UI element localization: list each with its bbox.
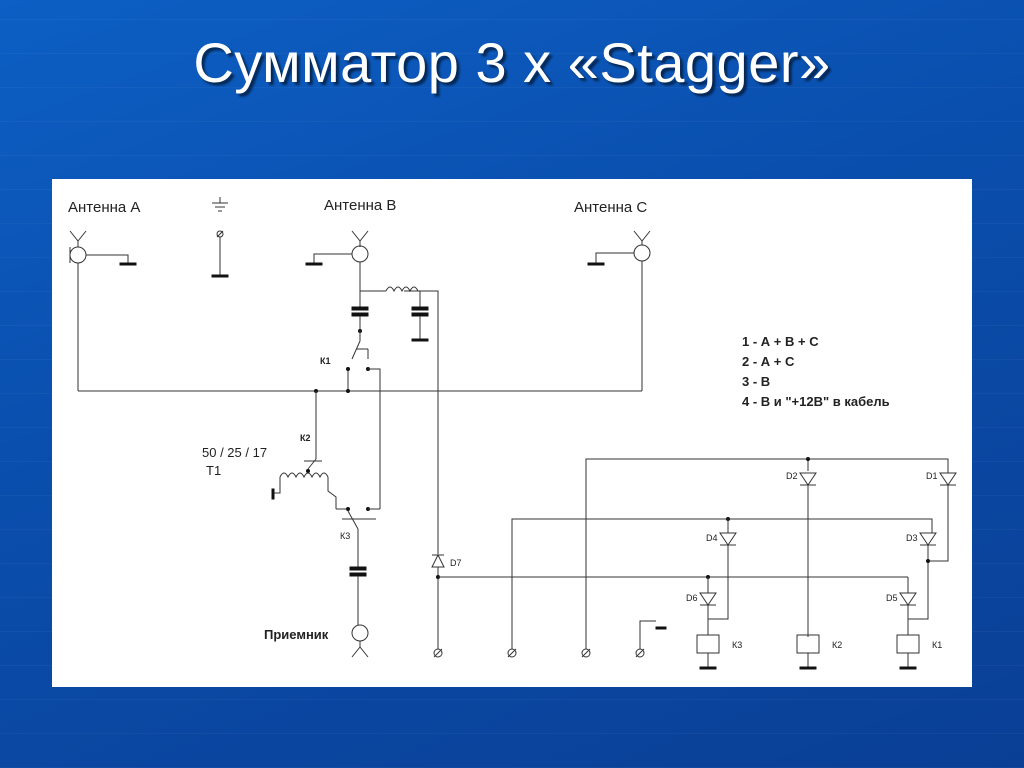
diode-d7-label: D7 (450, 558, 462, 568)
diode-d6: D6 (686, 577, 717, 635)
diode-d2-label: D2 (786, 471, 798, 481)
slide-title: Сумматор 3 х «Stagger» (193, 31, 831, 94)
receiver-label: Приемник (264, 627, 329, 642)
antenna-c-label: Антенна С (574, 199, 647, 216)
ground-icon (211, 197, 229, 278)
antenna-a-label: Антенна А (68, 199, 140, 216)
diode-d2: D2 (786, 459, 817, 637)
relay-k1-contacts: К1 (320, 331, 381, 509)
antenna-c-symbol (587, 230, 651, 391)
legend: 1 - А + В + С 2 - А + С 3 - В 4 - В и "+… (742, 334, 890, 409)
diode-d7: D7 (431, 291, 462, 649)
coil-k1: К1 (896, 634, 942, 670)
diode-d1-label: D1 (926, 471, 938, 481)
diode-d5-label: D5 (886, 593, 898, 603)
legend-item-1: 1 - А + В + С (742, 334, 819, 349)
diode-d3: D3 (906, 532, 937, 635)
transformer-name-label: Т1 (206, 463, 221, 478)
terminal-connectors (433, 648, 645, 658)
diode-d4-label: D4 (706, 533, 718, 543)
relay-k3-contacts: К3 (340, 507, 380, 625)
diode-d5: D5 (886, 577, 917, 635)
legend-item-4: 4 - В и "+12В" в кабель (742, 394, 890, 409)
relay-k1-label: К1 (320, 356, 331, 366)
receiver-symbol: Приемник (264, 624, 369, 658)
coil-k3: К3 (696, 634, 742, 670)
diode-d6-label: D6 (686, 593, 698, 603)
relay-k2-transformer: К2 50 / 25 / 17 Т1 (202, 433, 350, 510)
relay-k2-label: К2 (300, 433, 311, 443)
legend-item-2: 2 - А + С (742, 354, 795, 369)
transformer-ratio-label: 50 / 25 / 17 (202, 445, 267, 460)
antenna-a-symbol (69, 230, 137, 391)
schematic-diagram: Антенна А Антенна В Антенна С (68, 197, 957, 670)
coil-k1-label: К1 (932, 640, 942, 650)
diode-d3-label: D3 (906, 533, 918, 543)
coil-k2-label: К2 (832, 640, 842, 650)
schematic-panel: Антенна А Антенна В Антенна С (52, 179, 972, 687)
coil-k3-label: К3 (732, 640, 742, 650)
diode-d1: D1 (926, 471, 957, 562)
relay-k3-label: К3 (340, 531, 350, 541)
coil-k2: К2 (796, 634, 842, 670)
antenna-b-label: Антенна В (324, 197, 396, 214)
legend-item-3: 3 - В (742, 374, 770, 389)
antenna-b-symbol (305, 230, 439, 554)
